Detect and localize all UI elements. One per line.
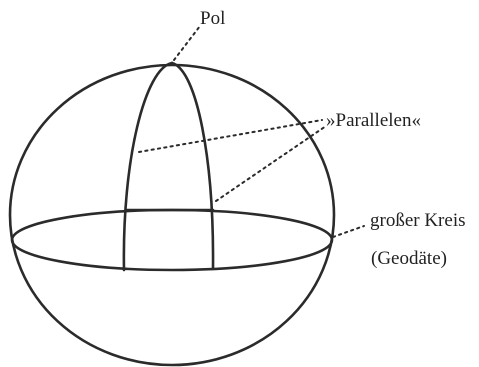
equator-great-circle <box>10 208 334 272</box>
meridian-left <box>122 61 174 272</box>
sphere-outline <box>8 63 336 367</box>
great-circle-label: großer Kreis <box>370 210 466 231</box>
parallels-leader-lower <box>215 125 327 202</box>
pole-leader <box>173 25 201 61</box>
parallels-label: »Parallelen« <box>326 110 421 131</box>
meridian-right <box>170 61 215 270</box>
parallels-leader-upper <box>138 119 323 153</box>
pole-label: Pol <box>200 8 225 29</box>
great-circle-leader <box>332 225 365 238</box>
geodesic-label: (Geodäte) <box>371 248 447 269</box>
